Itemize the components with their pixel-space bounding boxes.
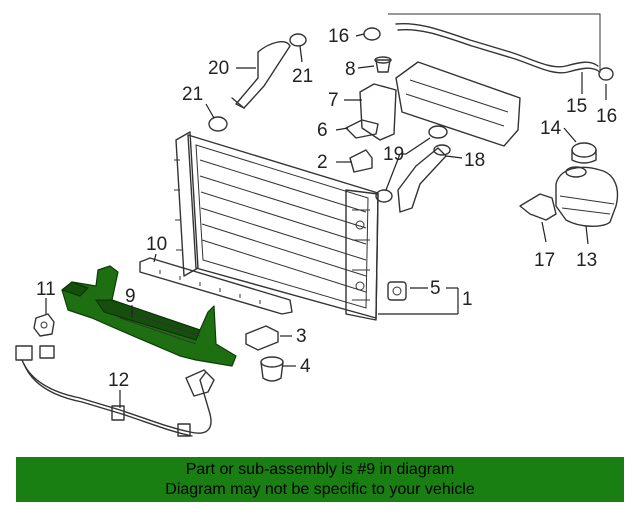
leader-lines <box>45 33 607 408</box>
callout-13: 13 <box>576 250 597 271</box>
callout-11: 11 <box>36 279 56 300</box>
callout-4: 4 <box>300 356 311 377</box>
callout-12: 12 <box>108 370 129 391</box>
bracket-3 <box>245 325 279 351</box>
bracket-17 <box>519 193 557 221</box>
callout-14: 14 <box>540 118 562 139</box>
cap-14 <box>571 142 597 164</box>
clamp-21a <box>289 33 307 47</box>
callout-7: 7 <box>328 90 339 111</box>
hose-20 <box>231 41 291 109</box>
callout-6: 6 <box>317 120 328 141</box>
hose-18 <box>397 144 451 213</box>
callout-16b: 16 <box>596 106 617 127</box>
callout-10: 10 <box>146 234 167 255</box>
seal-strip <box>139 257 293 315</box>
callout-19: 19 <box>383 144 404 165</box>
clip-8 <box>374 56 392 73</box>
banner-line-2: Diagram may not be specific to your vehi… <box>165 481 475 498</box>
clamp-16a <box>363 27 381 41</box>
banner-line-1: Part or sub-assembly is #9 in diagram <box>185 461 455 478</box>
callout-2: 2 <box>317 152 328 173</box>
callout-18: 18 <box>464 150 485 171</box>
bracket-2 <box>349 149 373 173</box>
clamp-16b <box>598 67 614 81</box>
callout-15: 15 <box>566 96 587 117</box>
clamp-19 <box>375 125 448 203</box>
coolant-reservoir <box>555 166 619 227</box>
bracket-11 <box>33 313 55 337</box>
callout-9: 9 <box>125 286 136 307</box>
sensor-5 <box>387 281 407 301</box>
callout-21a: 21 <box>292 66 313 87</box>
air-deflector-highlight <box>60 265 237 367</box>
callouts: 16 8 7 6 2 19 18 20 21 21 14 15 16 13 17… <box>36 26 617 391</box>
callout-8: 8 <box>345 59 356 80</box>
bracket-6 <box>345 119 379 139</box>
callout-17: 17 <box>534 250 555 271</box>
wiring-harness <box>15 345 215 437</box>
info-banner: Part or sub-assembly is #9 in diagram Di… <box>16 457 624 502</box>
hose-15 <box>388 13 601 74</box>
callout-20: 20 <box>208 58 229 79</box>
callout-5: 5 <box>430 278 441 299</box>
callout-16a: 16 <box>328 26 349 47</box>
callout-3: 3 <box>296 326 307 347</box>
clamp-21b <box>208 116 228 132</box>
parts-diagram: 16 8 7 6 2 19 18 20 21 21 14 15 16 13 17… <box>15 13 619 437</box>
upper-panel-7 <box>359 61 521 147</box>
radiator <box>174 131 379 321</box>
callout-21b: 21 <box>182 84 203 105</box>
callout-1: 1 <box>462 289 473 310</box>
insulator-4 <box>260 356 284 382</box>
